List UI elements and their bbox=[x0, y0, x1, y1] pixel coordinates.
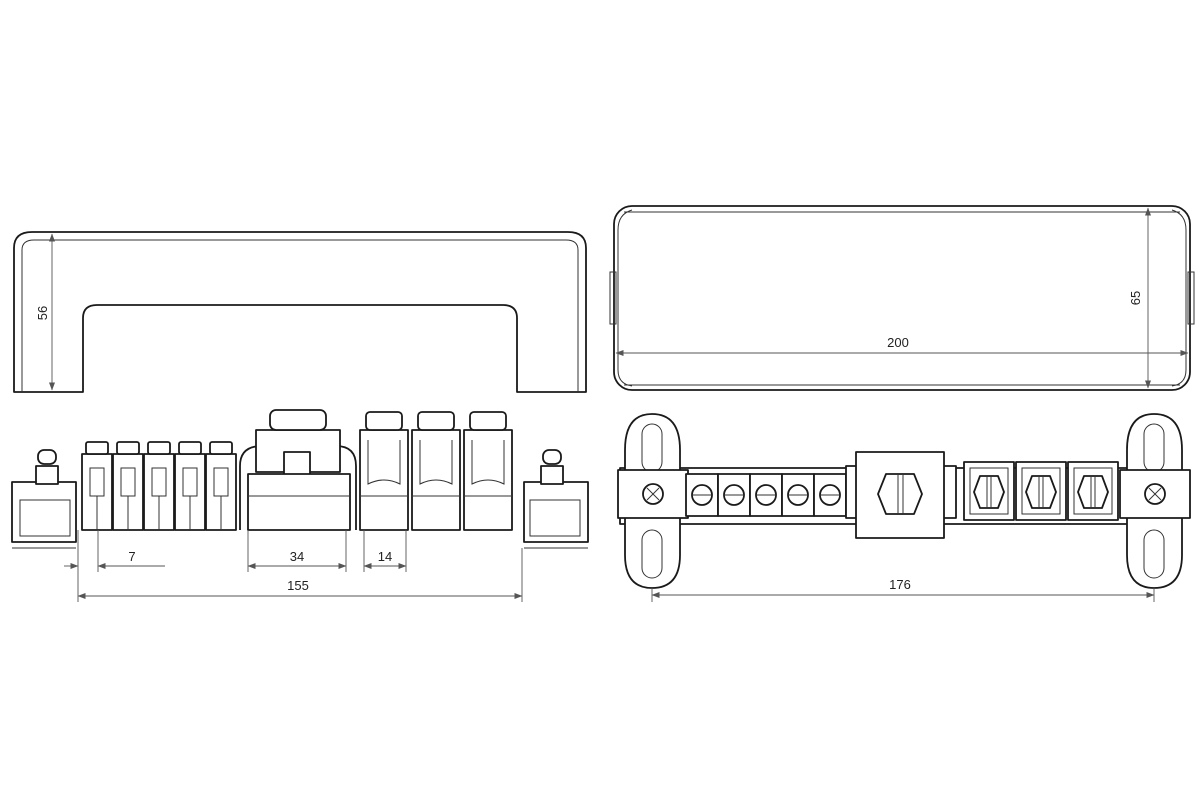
large-terminal bbox=[359, 411, 409, 531]
small-screw-terminal bbox=[717, 473, 751, 517]
right-end-mount bbox=[523, 449, 589, 549]
busbar-top-view bbox=[617, 413, 1191, 589]
cover-top-height-dimension: 65 bbox=[1128, 207, 1151, 389]
cover-height-dimension: 56 bbox=[35, 233, 55, 391]
large-screw-terminal bbox=[1067, 461, 1119, 521]
small-terminal bbox=[112, 441, 144, 531]
cover-top-length-dimension: 200 bbox=[615, 335, 1189, 356]
cover-top-length-label: 200 bbox=[887, 335, 909, 350]
side-overall-length-dimension: 155 bbox=[77, 548, 523, 602]
small-screw-terminal bbox=[685, 473, 719, 517]
small-terminal bbox=[205, 441, 237, 531]
top-overall-length-dimension: 176 bbox=[651, 577, 1155, 602]
small-screw-terminal bbox=[813, 473, 847, 517]
large-terminal-width-dimension: 14 bbox=[363, 530, 407, 572]
small-terminal-pitch-label: 7 bbox=[128, 549, 135, 564]
small-screw-terminal bbox=[781, 473, 815, 517]
small-terminal-pitch-dimension: 7 bbox=[64, 530, 165, 602]
cover-height-label: 56 bbox=[35, 306, 50, 320]
cover-top-view bbox=[609, 205, 1195, 391]
small-terminal bbox=[81, 441, 113, 531]
small-terminal bbox=[174, 441, 206, 531]
center-clamp-width-dimension: 34 bbox=[247, 530, 347, 572]
cover-top-height-label: 65 bbox=[1128, 291, 1143, 305]
center-clamp-width-label: 34 bbox=[290, 549, 304, 564]
large-terminal-width-label: 14 bbox=[378, 549, 392, 564]
center-clamp bbox=[239, 409, 357, 531]
small-terminal bbox=[143, 441, 175, 531]
large-screw-terminal bbox=[1015, 461, 1067, 521]
top-overall-length-label: 176 bbox=[889, 577, 911, 592]
cover-side-view bbox=[13, 231, 587, 393]
left-end-mount bbox=[11, 449, 77, 549]
small-screw-terminal bbox=[749, 473, 783, 517]
left-mounting-bracket bbox=[617, 413, 689, 589]
large-screw-terminal bbox=[963, 461, 1015, 521]
side-overall-length-label: 155 bbox=[287, 578, 309, 593]
busbar-side-view bbox=[11, 409, 589, 549]
large-terminal bbox=[411, 411, 461, 531]
center-clamp-top bbox=[845, 451, 957, 539]
right-mounting-bracket bbox=[1119, 413, 1191, 589]
large-terminal bbox=[463, 411, 513, 531]
